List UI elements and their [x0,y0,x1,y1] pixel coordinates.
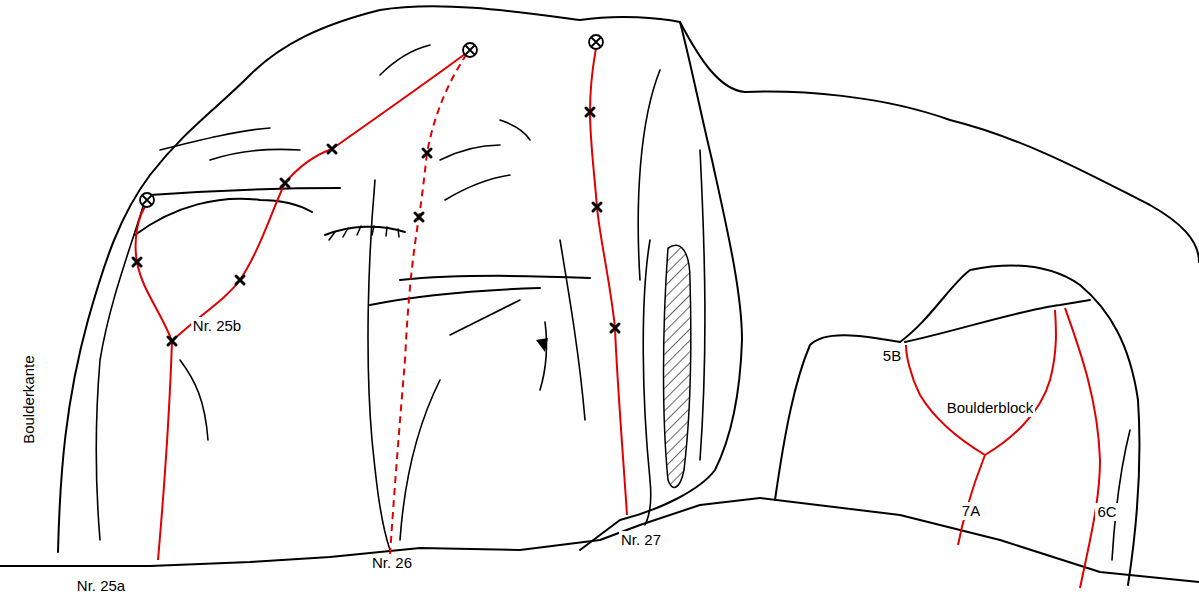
route-25a [158,341,172,560]
grade-label: 5B [881,347,903,364]
grade-label: 6C [1095,503,1118,520]
route-number: Nr. 27 [619,531,663,548]
hatched-area [664,245,691,487]
grade-label: 7A [960,502,982,519]
edge-marker [536,338,548,352]
edge-label: Boulderkante [19,354,36,446]
block-name: Boulderblock [945,399,1036,416]
route-27 [590,48,627,515]
route-26 [390,55,466,555]
route-25a-upper [136,204,172,341]
route-6c [1065,308,1100,588]
route-7a-upper [985,310,1056,455]
climbing-routes [136,48,1100,588]
route-number: Nr. 26 [370,554,414,571]
route-number: Nr. 25a [75,577,127,594]
route-number: Nr. 25b [191,317,243,334]
belay-anchors [140,35,603,207]
rock-outlines [0,6,1199,585]
route-7a [958,455,985,545]
route-25b [172,54,465,341]
bolts [133,108,619,345]
